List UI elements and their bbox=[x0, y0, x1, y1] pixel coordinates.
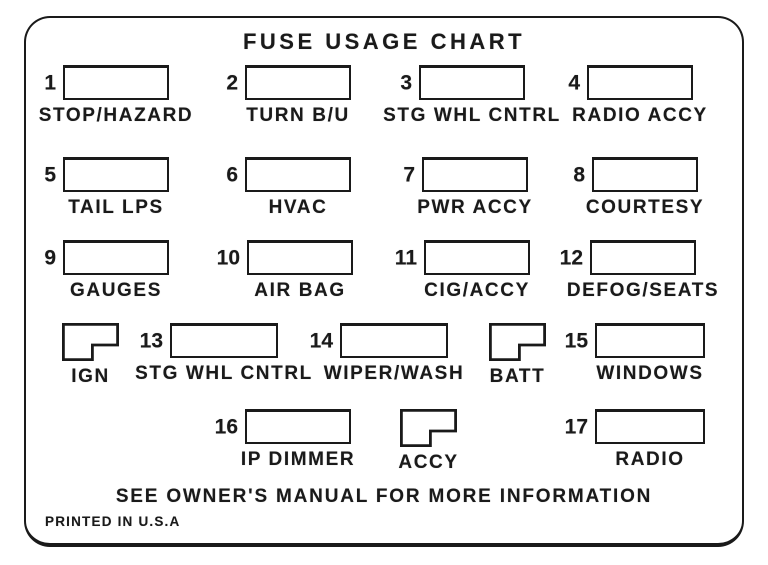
fuse-box bbox=[247, 240, 353, 275]
fuse-box bbox=[424, 240, 530, 275]
fuse-number: 8 bbox=[573, 163, 585, 186]
fuse-item-16: 16 IP DIMMER bbox=[215, 409, 354, 469]
fuse-label: WIPER/WASH bbox=[323, 363, 465, 384]
fuse-label: RADIO ACCY bbox=[572, 105, 708, 126]
fuse-item-8: 8 COURTESY bbox=[573, 157, 703, 217]
fuse-item-14: 14 WIPER/WASH bbox=[310, 323, 463, 383]
fuse-item-1: 1 STOP/HAZARD bbox=[39, 65, 192, 125]
connector-label: IGN bbox=[71, 366, 110, 387]
fuse-label: CIG/ACCY bbox=[424, 280, 530, 301]
connector-label: ACCY bbox=[398, 452, 459, 473]
fuse-label: DEFOG/SEATS bbox=[566, 280, 720, 301]
fuse-item-4: 4 RADIO ACCY bbox=[568, 65, 706, 125]
fuse-number: 6 bbox=[226, 163, 238, 186]
fuse-item-9: 9 GAUGES bbox=[44, 240, 169, 300]
fuse-item-6: 6 HVAC bbox=[226, 157, 351, 217]
fuse-box bbox=[245, 65, 351, 100]
fuse-box bbox=[595, 323, 705, 358]
fuse-number: 9 bbox=[44, 246, 56, 269]
fuse-box bbox=[170, 323, 278, 358]
fuse-box bbox=[587, 65, 693, 100]
fuse-item-17: 17 RADIO bbox=[565, 409, 705, 469]
page-title: FUSE USAGE CHART bbox=[242, 29, 526, 54]
notched-fuse-icon bbox=[62, 323, 119, 361]
fuse-label: STOP/HAZARD bbox=[38, 105, 194, 126]
fuse-number: 14 bbox=[309, 329, 333, 352]
fuse-number: 17 bbox=[564, 415, 588, 438]
chart-border-panel bbox=[24, 16, 744, 547]
fuse-box bbox=[592, 157, 698, 192]
connector-item-ign: IGN bbox=[62, 323, 119, 386]
fuse-label: COURTESY bbox=[585, 197, 705, 218]
fuse-number: 15 bbox=[564, 329, 588, 352]
fuse-number: 1 bbox=[44, 71, 56, 94]
fuse-number: 12 bbox=[559, 246, 583, 269]
fuse-item-5: 5 TAIL LPS bbox=[44, 157, 169, 217]
fuse-label: STG WHL CNTRL bbox=[383, 105, 561, 126]
fuse-item-10: 10 AIR BAG bbox=[217, 240, 353, 300]
fuse-number: 7 bbox=[403, 163, 415, 186]
fuse-label: TAIL LPS bbox=[68, 197, 164, 218]
footer-note: SEE OWNER'S MANUAL FOR MORE INFORMATION bbox=[115, 486, 653, 507]
fuse-number: 11 bbox=[394, 246, 417, 269]
fuse-label: RADIO bbox=[615, 449, 685, 470]
fuse-item-11: 11 CIG/ACCY bbox=[395, 240, 530, 300]
connector-item-batt: BATT bbox=[489, 323, 546, 386]
fuse-item-3: 3 STG WHL CNTRL bbox=[383, 65, 559, 125]
fuse-item-2: 2 TURN B/U bbox=[226, 65, 351, 125]
fuse-box bbox=[590, 240, 696, 275]
fuse-box bbox=[63, 157, 169, 192]
fuse-label: IP DIMMER bbox=[240, 449, 356, 470]
connector-label: BATT bbox=[489, 366, 546, 387]
fuse-box bbox=[595, 409, 705, 444]
connector-item-accy: ACCY bbox=[398, 409, 457, 472]
fuse-number: 5 bbox=[44, 163, 56, 186]
notched-fuse-icon bbox=[489, 323, 546, 361]
fuse-number: 3 bbox=[400, 71, 412, 94]
fuse-label: WINDOWS bbox=[596, 363, 704, 384]
notched-fuse-icon bbox=[400, 409, 457, 447]
fuse-number: 13 bbox=[139, 329, 163, 352]
fuse-label: HVAC bbox=[268, 197, 328, 218]
fuse-label: GAUGES bbox=[70, 280, 162, 301]
fuse-box bbox=[419, 65, 525, 100]
fuse-number: 4 bbox=[568, 71, 580, 94]
fuse-label: PWR ACCY bbox=[417, 197, 533, 218]
fuse-item-12: 12 DEFOG/SEATS bbox=[560, 240, 718, 300]
fuse-item-15: 15 WINDOWS bbox=[565, 323, 705, 383]
fuse-number: 16 bbox=[214, 415, 238, 438]
printed-note: PRINTED IN U.S.A bbox=[45, 514, 181, 529]
fuse-box bbox=[245, 409, 351, 444]
fuse-label: STG WHL CNTRL bbox=[135, 363, 313, 384]
fuse-box bbox=[63, 240, 169, 275]
fuse-number: 10 bbox=[216, 246, 240, 269]
fuse-item-7: 7 PWR ACCY bbox=[403, 157, 531, 217]
fuse-label: AIR BAG bbox=[254, 280, 346, 301]
fuse-item-13: 13 STG WHL CNTRL bbox=[135, 323, 311, 383]
fuse-number: 2 bbox=[226, 71, 238, 94]
fuse-box bbox=[422, 157, 528, 192]
fuse-box bbox=[340, 323, 448, 358]
fuse-label: TURN B/U bbox=[246, 105, 350, 126]
fuse-box bbox=[63, 65, 169, 100]
fuse-box bbox=[245, 157, 351, 192]
